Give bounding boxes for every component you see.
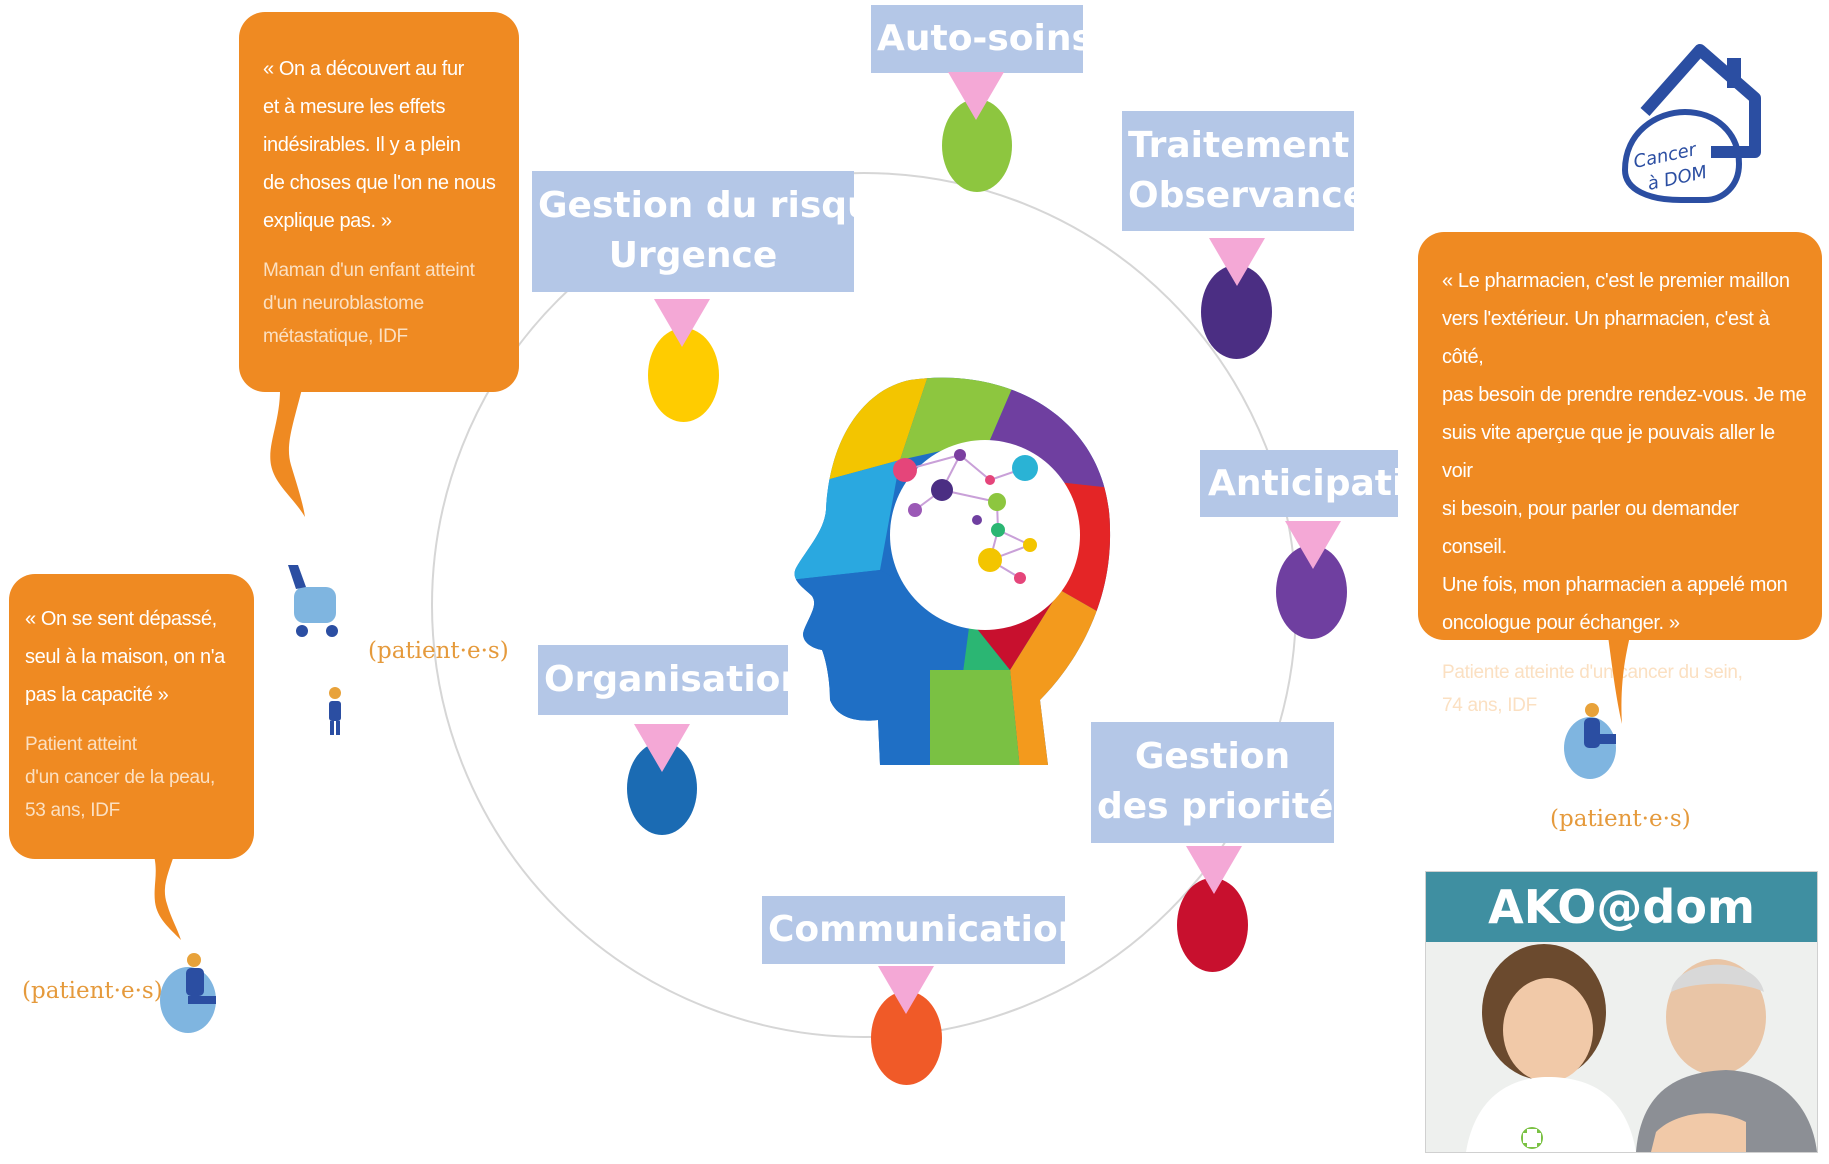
pointer-gestion-des-priorites xyxy=(1186,846,1242,894)
quote-text: « On a découvert au fur et à mesure les … xyxy=(263,58,496,232)
patient-figure-icon xyxy=(288,565,341,735)
quote-author: Patient atteint d'un cancer de la peau, … xyxy=(25,734,216,821)
quote-text: « On se sent dépassé, seul à la maison, … xyxy=(25,608,225,706)
node-label-traitement-observance: Traitement Observance xyxy=(1122,111,1354,231)
node-label-organisation: Organisation xyxy=(538,645,788,715)
patients-label-1: (patient·e·s) xyxy=(368,638,509,664)
speech-tail-1 xyxy=(270,385,305,517)
node-label-communication: Communication xyxy=(762,896,1065,964)
patients-label-3: (patient·e·s) xyxy=(1550,806,1691,832)
pointer-gestion-du-risque-urgence xyxy=(654,299,710,347)
node-label-auto-soins: Auto-soins xyxy=(871,5,1083,73)
node-label-gestion-des-priorites: Gestion des priorités xyxy=(1091,722,1334,843)
ako-dom-card: AKO@dom xyxy=(1425,871,1818,1153)
quote-bubble-2: « On se sent dépassé, seul à la maison, … xyxy=(9,574,254,859)
pointer-auto-soins xyxy=(948,72,1004,120)
pointer-communication xyxy=(878,966,934,1014)
node-label-anticipation: Anticipatio xyxy=(1200,450,1398,517)
pointer-anticipation xyxy=(1285,521,1341,569)
speech-tail-2 xyxy=(153,852,181,940)
node-label-gestion-du-risque-urgence: Gestion du risque Urgence xyxy=(532,171,854,292)
cancer-a-dom-logo: Cancer à DOM xyxy=(1621,44,1761,203)
quote-author: Patiente atteinte d'un cancer du sein, 7… xyxy=(1442,662,1743,716)
caregiver-photo xyxy=(1426,942,1817,1152)
speech-tail-3 xyxy=(1608,636,1630,724)
quote-bubble-1: « On a découvert au fur et à mesure les … xyxy=(239,12,519,392)
patient-figure-icon xyxy=(160,953,216,1033)
pointer-traitement-observance xyxy=(1209,238,1265,286)
pointer-organisation xyxy=(634,724,690,772)
ako-dom-title: AKO@dom xyxy=(1426,872,1817,942)
patient-figure-icon xyxy=(1564,703,1616,779)
quote-text: « Le pharmacien, c'est le premier maillo… xyxy=(1442,270,1807,634)
quote-bubble-3: « Le pharmacien, c'est le premier maillo… xyxy=(1418,232,1822,716)
brain-head-illustration xyxy=(794,377,1111,765)
patients-label-2: (patient·e·s) xyxy=(22,978,163,1004)
quote-author: Maman d'un enfant atteint d'un neuroblas… xyxy=(263,260,475,347)
